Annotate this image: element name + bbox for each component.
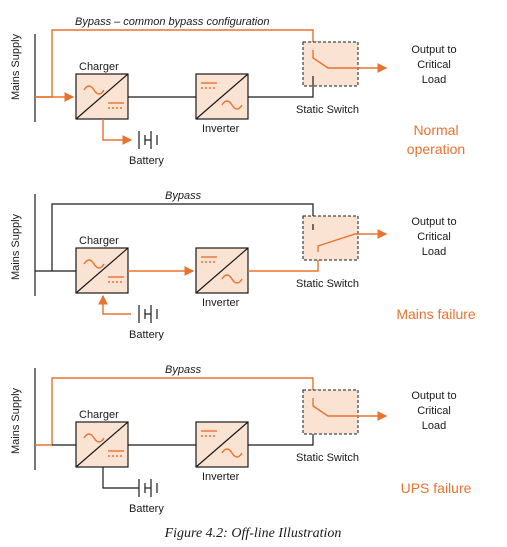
panel-ups-failure: Mains Supply Bypass Charger Battery [10,364,472,515]
inverter-label: Inverter [202,471,240,483]
switch-output-line [317,229,388,252]
figure-caption: Figure 4.2: Off-line Illustration [164,526,342,541]
inverter-block [195,421,249,468]
switch-output-line [312,50,388,73]
mains-supply-label: Mains Supply [10,213,22,280]
bypass-line [35,377,318,446]
state-label-line1: Normal [413,122,458,138]
panel-mains-failure: Mains Supply Bypass Charger Battery [10,190,476,341]
charger-label: Charger [79,235,119,247]
output-label-line3: Load [422,74,446,86]
battery-icon [138,305,158,323]
output-label-line1: Output to [411,216,456,228]
bypass-label: Bypass [165,364,202,376]
charger-label: Charger [79,61,119,73]
charger-block [75,421,129,468]
state-label-line1: UPS failure [401,480,472,496]
static-switch-label: Static Switch [296,278,359,290]
battery-label: Battery [129,503,164,515]
state-label-line1: Mains failure [396,306,476,322]
static-switch [302,41,359,87]
panel-normal-operation: Mains Supply Bypass – common bypass conf… [10,16,465,167]
output-label-line1: Output to [411,390,456,402]
static-switch [302,215,359,261]
charger-label: Charger [79,409,119,421]
switch-output-line [312,398,388,421]
bypass-line [51,203,314,271]
inverter-block [195,73,249,120]
inverter-label: Inverter [202,123,240,135]
battery-icon [138,479,158,497]
output-label-line2: Critical [417,59,451,71]
battery-icon [138,131,158,149]
output-label-line2: Critical [417,231,451,243]
bypass-label: Bypass – common bypass configuration [75,16,269,28]
mains-supply-label: Mains Supply [10,387,22,454]
output-label-line2: Critical [417,405,451,417]
charger-block [75,73,129,120]
battery-label: Battery [129,329,164,341]
output-label-line1: Output to [411,44,456,56]
output-label-line3: Load [422,246,446,258]
output-label-line3: Load [422,420,446,432]
static-switch-label: Static Switch [296,452,359,464]
charger-to-battery-line [102,467,139,489]
inverter-label: Inverter [202,297,240,309]
static-switch [302,389,359,435]
mains-supply-label: Mains Supply [10,33,22,100]
bypass-label: Bypass [165,190,202,202]
static-switch-label: Static Switch [296,104,359,116]
battery-label: Battery [129,155,164,167]
state-label-line2: operation [407,141,465,157]
charger-block [75,247,129,294]
inverter-block [195,247,249,294]
battery-to-charger-line [98,294,131,315]
charger-to-battery-line [102,119,133,145]
